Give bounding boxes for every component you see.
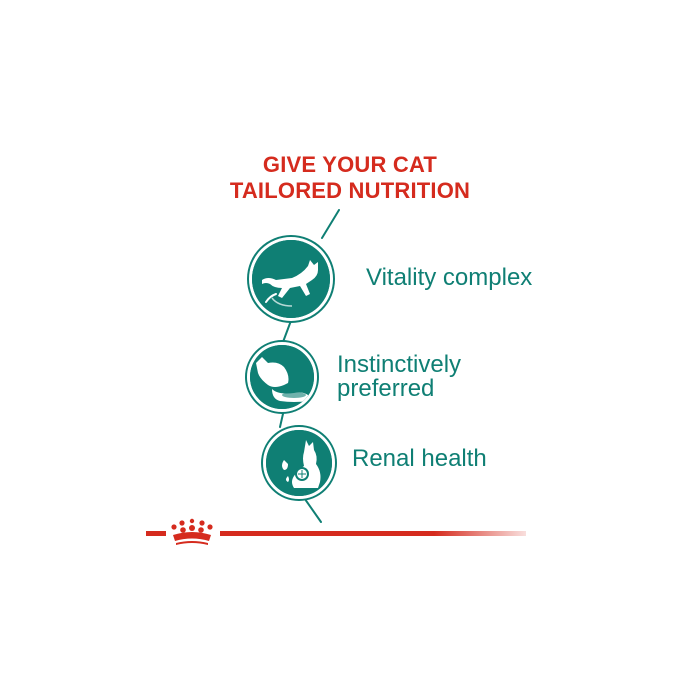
benefit-label-preferred-line-1: Instinctively: [337, 351, 462, 378]
footer-line-left: [146, 531, 166, 536]
cat-jumping-icon: [252, 240, 330, 318]
cat-eating-icon: [250, 345, 314, 409]
renal-badge: [263, 427, 335, 499]
benefit-label-preferred: Instinctively preferred: [337, 353, 461, 401]
benefit-label-renal: Renal health: [352, 445, 487, 472]
benefit-label-vitality: Vitality complex: [366, 264, 533, 291]
benefit-label-preferred-line-2: preferred: [337, 375, 435, 402]
headline-line-2: TAILORED NUTRITION: [229, 178, 471, 203]
royal-crown-icon: [171, 518, 213, 545]
preferred-badge: [247, 342, 317, 412]
footer-line-right: [220, 531, 526, 536]
cat-kidney-icon: [266, 430, 332, 496]
headline-line-1: GIVE YOUR CAT: [262, 152, 438, 177]
vitality-badge: [249, 237, 333, 321]
headline: GIVE YOUR CAT TAILORED NUTRITION: [200, 152, 500, 204]
